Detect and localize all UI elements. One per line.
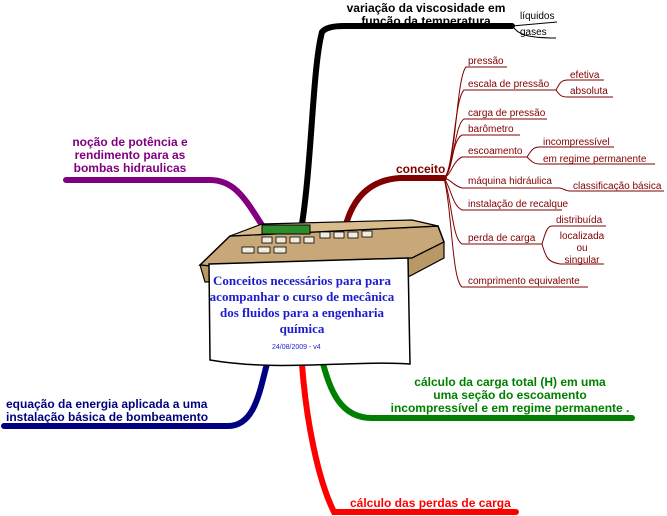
branch-total-head-line [319,357,635,421]
power-label[interactable]: noção de potência e rendimento para as b… [60,135,200,176]
energy-label-line2: instalação básica de bombeamento [6,410,209,425]
losses-label[interactable]: cálculo das perdas de carga [350,496,511,510]
viscosity-subbranch [511,21,558,39]
concept-label[interactable]: conceito [396,162,446,176]
viscosity-child-gases[interactable]: gases [520,27,547,38]
concept-escala-absoluta[interactable]: absoluta [570,86,608,97]
power-label-line3: bombas hidraulicas [73,161,187,176]
concept-perda[interactable]: perda de carga [468,233,536,244]
power-label-line1: noção de potência e [72,135,188,149]
concept-pressao[interactable]: pressão [468,56,504,67]
total-head-line3: incompressível e em regime permanente . [390,401,630,416]
viscosity-label-line2: função da temperatura [361,14,491,29]
concept-perda-distribuida[interactable]: distribuída [556,215,603,226]
concept-subbranches [443,66,664,288]
concept-maquina-classificacao[interactable]: classificação básica [573,181,662,192]
branch-power-line [63,177,271,237]
central-title: Conceitos necessários para para acompanh… [209,273,395,336]
concept-comprimento[interactable]: comprimento equivalente [468,276,580,287]
total-head-label[interactable]: cálculo da carga total (H) em uma uma se… [385,375,635,416]
concept-carga-pressao[interactable]: carga de pressão [468,108,546,119]
concept-escala-efetiva[interactable]: efetiva [570,70,600,81]
branch-concept-line [342,175,447,231]
energy-label-line1: equação da energia aplicada a uma [6,397,208,411]
concept-perda-ou-text: ou [576,243,588,254]
viscosity-label[interactable]: variação da viscosidade em função da tem… [326,1,526,29]
concept-perda-singular-text: singular [564,255,600,266]
total-head-line2: uma seção do escoamento [433,388,587,403]
viscosity-child-liquidos[interactable]: líquidos [520,11,555,22]
concept-escala[interactable]: escala de pressão [468,79,550,90]
branch-viscosity-line [297,23,515,239]
power-label-line2: rendimento para as [74,148,186,163]
energy-label[interactable]: equação da energia aplicada a uma instal… [6,397,209,425]
concept-perda-localizada[interactable]: localizada ou singular [552,231,612,267]
central-machine-illustration [198,219,445,367]
branch-losses-line [299,361,519,515]
concept-instalacao[interactable]: instalação de recalque [468,199,569,210]
concept-escoamento-regime[interactable]: em regime permanente [543,154,647,165]
concept-perda-localizada-text: localizada [559,231,605,242]
concept-escoamento[interactable]: escoamento [468,146,523,157]
concept-maquina[interactable]: máquina hidráulica [468,176,552,187]
branch-energy-line [1,357,271,429]
viscosity-label-line1: variação da viscosidade em [346,1,506,15]
total-head-line1: cálculo da carga total (H) em uma [414,375,606,389]
concept-barometro[interactable]: barômetro [468,124,514,135]
central-date: 24/08/2009 - v4 [272,344,321,351]
concept-escoamento-incompressivel[interactable]: incompressível [543,137,610,148]
